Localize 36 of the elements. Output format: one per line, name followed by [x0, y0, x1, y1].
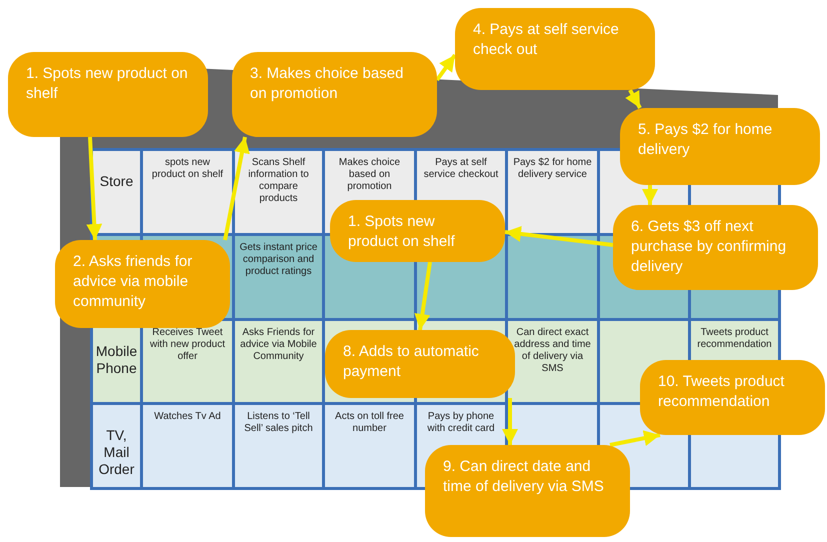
channel-label: TV, Mail Order	[98, 427, 136, 478]
cell-text: Gets instant price comparison and product ratings	[239, 242, 318, 278]
arrow	[502, 398, 518, 445]
channel-label: Mobile Phone	[94, 343, 138, 377]
cell-text: spots new product on shelf	[150, 157, 224, 181]
callout-bubble: 9. Can direct date and time of delivery via SMS	[425, 445, 630, 537]
channel-label: Store	[98, 173, 134, 190]
cell-text: Watches Tv Ad	[153, 411, 222, 423]
callout-bubble: 8. Adds to automatic payment	[325, 330, 515, 398]
cell-text: Asks Friends for advice via Mobile Community	[239, 327, 318, 363]
arrow	[625, 89, 642, 109]
callout-bubble: 6. Gets $3 off next purchase by confirming delivery	[613, 205, 818, 290]
callout-bubble: 1. Spots new product on shelf	[8, 52, 208, 137]
cell-text: Tweets product recommendation	[696, 327, 773, 351]
cell-text: Scans Shelf information to compare products	[247, 157, 310, 205]
cell-text: Pays by phone with credit card	[426, 411, 496, 435]
arrow	[435, 54, 457, 82]
callout-bubble: 3. Makes choice based on promotion	[232, 52, 437, 137]
arrow	[610, 430, 660, 447]
arrow	[642, 185, 658, 205]
callout-bubble: 4. Pays at self service check out	[455, 8, 655, 90]
cell-text: Pays $2 for home delivery service	[512, 157, 593, 181]
callout-bubble: 5. Pays $2 for home delivery	[620, 108, 820, 185]
arrow	[504, 226, 614, 247]
cell-text: Acts on toll free number	[334, 411, 405, 435]
arrow	[86, 136, 102, 240]
callout-bubble: 1. Spots new product on shelf	[330, 200, 505, 262]
cell-text: Pays at self service checkout	[422, 157, 500, 181]
arrow	[223, 136, 250, 240]
cell-text: Listens to ‘Tell Sell’ sales pitch	[243, 411, 314, 435]
cell-text: Receives Tweet with new product offer	[148, 327, 226, 363]
callout-bubble: 2. Asks friends for advice via mobile community	[55, 240, 230, 328]
callout-bubble: 10. Tweets product recommendation	[640, 360, 825, 435]
arrow	[414, 262, 432, 330]
cell-text: Can direct exact address and time of delivery via SMS	[513, 327, 592, 375]
cell-text: Makes choice based on promotion	[338, 157, 402, 193]
